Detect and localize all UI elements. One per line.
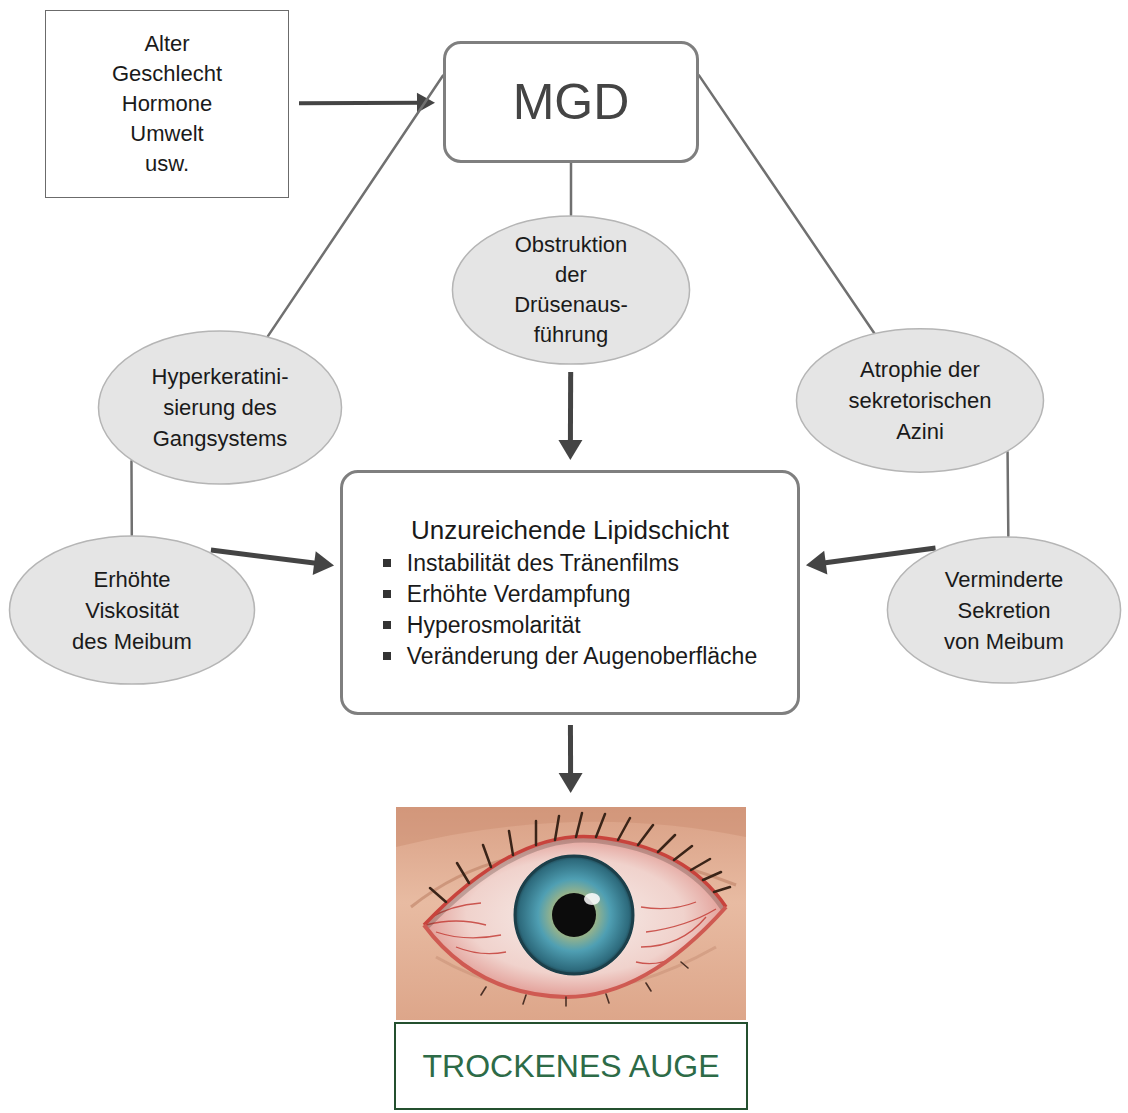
cause-ellipse: Hyperkeratini- sierung des Gangsystems	[97, 330, 343, 485]
connector-line	[131, 461, 132, 535]
connector-stroke	[211, 550, 320, 564]
effect-ellipse: Erhöhte Viskosität des Meibum	[8, 535, 256, 685]
factor-box: Alter Geschlecht Hormone Umwelt usw.	[45, 10, 289, 198]
connector-stroke	[1006, 452, 1009, 536]
effect-label: Erhöhte Viskosität des Meibum	[70, 564, 194, 657]
main-box: MGD	[443, 41, 699, 163]
ellipse-shape	[797, 329, 1044, 472]
connector-stroke	[568, 725, 573, 779]
connector-stroke	[268, 75, 443, 336]
bullet-row: Veränderung der Augenoberfläche	[383, 641, 757, 672]
arrowhead	[559, 773, 583, 793]
ellipse-shape	[9, 536, 254, 684]
factor-list: Alter Geschlecht Hormone Umwelt usw.	[110, 29, 225, 179]
connector-arrow	[559, 725, 583, 793]
effect-label: Verminderte Sekretion von Meibum	[942, 564, 1066, 657]
ellipse-shape	[887, 537, 1120, 683]
bullet-square	[383, 590, 391, 598]
cause-label: Hyperkeratini- sierung des Gangsystems	[150, 361, 291, 454]
bullet-square	[383, 652, 391, 660]
arrowhead	[558, 440, 582, 460]
arrowhead	[313, 551, 334, 575]
bullet-square	[383, 559, 391, 567]
bullet-square	[383, 621, 391, 629]
connector-arrow	[558, 372, 582, 460]
connector-stroke	[130, 461, 133, 535]
bullet-text: Hyperosmolarität	[407, 610, 581, 641]
bullet-row: Instabilität des Tränenfilms	[383, 548, 757, 579]
cause-ellipse: Obstruktion der Drüsenaus- führung	[451, 215, 691, 365]
effect-ellipse: Verminderte Sekretion von Meibum	[886, 536, 1122, 684]
connector-line	[699, 75, 874, 333]
connector-stroke	[699, 75, 874, 333]
bullet-row: Erhöhte Verdampfung	[383, 579, 757, 610]
connector-stroke	[568, 372, 573, 446]
connector-line	[268, 75, 443, 336]
outcome-node: TROCKENES AUGE	[394, 805, 748, 1110]
cause-ellipse: Atrophie der sekretorischen Azini	[795, 328, 1045, 473]
result-heading: Unzureichende Lipidschicht	[383, 514, 757, 546]
bullet-text: Instabilität des Tränenfilms	[407, 548, 679, 579]
connector-line	[571, 163, 572, 215]
bullet-text: Veränderung der Augenoberfläche	[407, 641, 757, 672]
result-box: Unzureichende LipidschichtInstabilität d…	[340, 470, 800, 715]
cause-label: Atrophie der sekretorischen Azini	[846, 354, 994, 447]
bullet-row: Hyperosmolarität	[383, 610, 757, 641]
arrowhead	[806, 551, 827, 575]
bullet-text: Erhöhte Verdampfung	[407, 579, 631, 610]
cause-label: Obstruktion der Drüsenaus- führung	[512, 230, 630, 350]
connector-arrow	[299, 93, 435, 113]
connector-stroke	[299, 101, 422, 106]
outcome-label: TROCKENES AUGE	[423, 1047, 720, 1085]
ellipse-shape	[452, 216, 689, 364]
ellipse-shape	[98, 331, 341, 484]
connector-stroke	[570, 163, 573, 215]
connector-line	[1007, 452, 1009, 536]
eye-illustration	[396, 807, 746, 1020]
main-label: MGD	[513, 73, 630, 131]
